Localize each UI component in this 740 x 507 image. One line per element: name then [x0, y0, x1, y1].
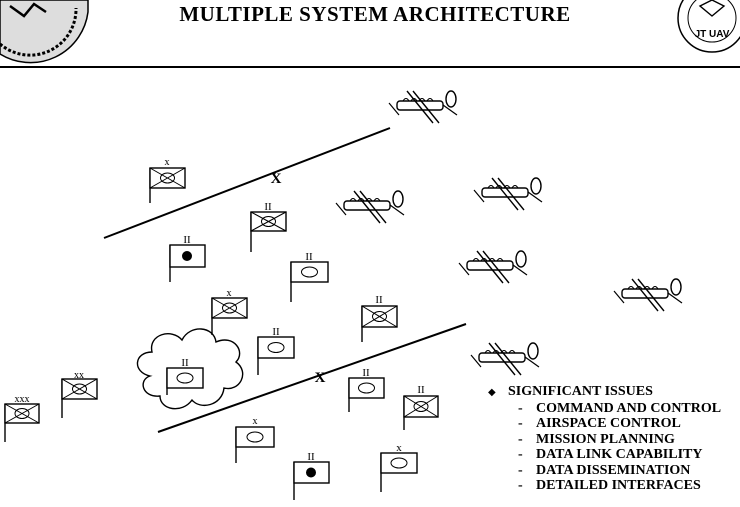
unit-flag-cross: xx [61, 370, 98, 418]
unit-label: x [253, 416, 258, 427]
unit-label: II [272, 326, 280, 338]
unit-label: II [305, 251, 313, 263]
unit-label: II [375, 294, 383, 306]
unit-flag-cross: x [211, 288, 248, 335]
unit-label: x [227, 288, 232, 299]
uav-icon [458, 250, 528, 284]
unit-label: x [165, 157, 170, 168]
unit-label: II [264, 201, 272, 213]
unit-flag-oval: II [290, 251, 329, 302]
unit-label: xx [74, 370, 84, 381]
uav-icon [613, 278, 683, 312]
uav-icon [388, 90, 458, 124]
unit-flag-oval: II [166, 357, 204, 395]
uav-icon [473, 177, 543, 211]
significant-issues-list: ◆ SIGNIFICANT ISSUES -COMMAND AND CONTRO… [488, 384, 721, 494]
boundary-mark-upper: X [271, 171, 282, 187]
unit-label: II [181, 357, 189, 369]
unit-label: II [417, 384, 425, 396]
unit-flag-oval: x [380, 442, 418, 492]
jt-uav-logo: JT UAV [677, 0, 740, 53]
issues-heading: SIGNIFICANT ISSUES [508, 384, 653, 399]
unit-label: II [307, 451, 315, 463]
unit-label: xxx [15, 394, 30, 405]
boundary-line-upper [103, 127, 391, 239]
list-item: -DATA LINK CAPABILITY [518, 447, 703, 462]
page-title: MULTIPLE SYSTEM ARCHITECTURE [179, 2, 571, 26]
unit-flag-dot: II [169, 234, 206, 282]
unit-flag-cross: II [250, 201, 287, 252]
uav-icon [335, 190, 405, 224]
unit-flag-cross: x [149, 157, 186, 203]
jt-uav-logo-text: JT UAV [695, 29, 730, 40]
unit-flag-oval: II [257, 326, 295, 375]
list-item: -AIRSPACE CONTROL [518, 416, 681, 431]
unit-flag-oval: x [235, 416, 275, 463]
list-item: -COMMAND AND CONTROL [518, 400, 722, 416]
unit-label: II [183, 234, 191, 246]
boundary-line-lower [157, 323, 467, 433]
boundary-mark-lower: X [315, 370, 326, 386]
uav-icon [470, 342, 540, 376]
unit-label: II [362, 367, 370, 379]
unit-flag-oval: II [348, 367, 385, 412]
unit-flag-cross: II [361, 294, 398, 342]
bullet-icon: ◆ [488, 387, 496, 398]
list-item: -MISSION PLANNING [518, 431, 675, 447]
unit-flag-cross: II [403, 384, 439, 430]
unit-label: x [396, 442, 402, 454]
unit-flag-dot: II [293, 451, 330, 500]
unit-flag-cross: xxx [4, 394, 40, 442]
dod-seal-logo [0, 0, 89, 64]
list-item: -DATA DISSEMINATION [518, 462, 691, 478]
list-item: -DETAILED INTERFACES [518, 478, 701, 493]
